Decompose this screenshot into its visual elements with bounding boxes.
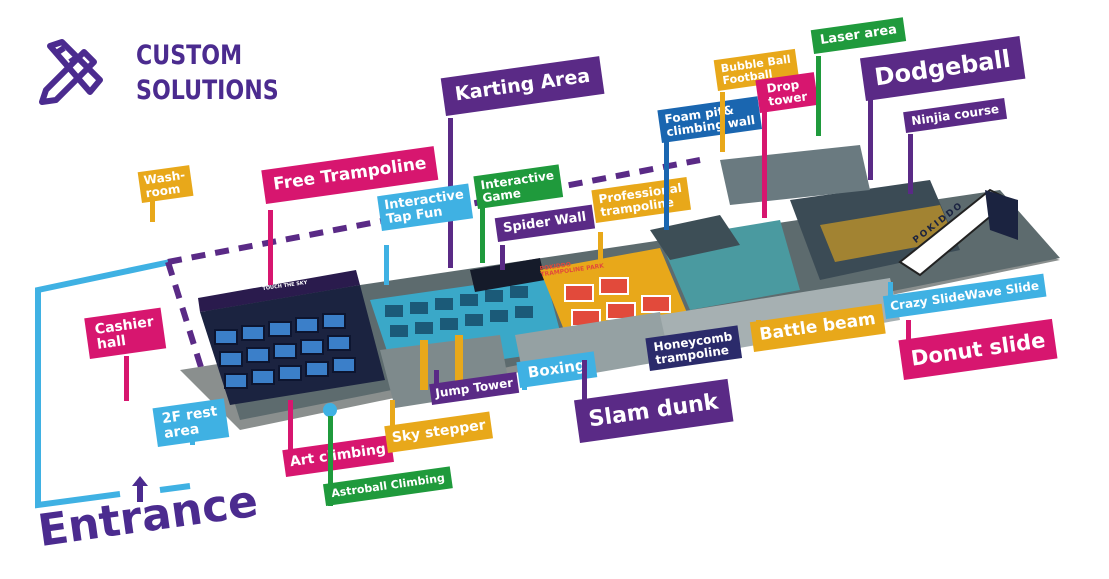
pro-trampolines <box>564 277 671 327</box>
entrance-arrow-icon <box>132 476 148 502</box>
trampoline-grid <box>214 313 356 389</box>
foam-pit-pole <box>664 140 669 230</box>
bubble-ball-pole <box>720 92 725 152</box>
ninja-course-pole <box>908 134 913 194</box>
brand-logo: CUSTOM SOLUTIONS <box>36 38 310 108</box>
interactive-pads <box>385 286 533 337</box>
dashed-boundary-left <box>165 261 208 381</box>
upper-level <box>720 145 870 205</box>
professional-trampoline-pole <box>598 232 603 262</box>
climbing-wall <box>650 215 740 260</box>
dodgeball-pole <box>868 100 873 180</box>
drop-tower-pole <box>762 108 767 218</box>
brand-line-1: CUSTOM <box>136 40 243 71</box>
astroball-sphere <box>323 403 337 417</box>
slide-tower <box>985 190 1018 240</box>
jump-tower-post <box>420 340 428 390</box>
zone-wall-jump <box>198 270 360 312</box>
washroom-pole <box>150 192 155 222</box>
interactive-game-pole <box>480 208 485 263</box>
jump-tower-post-2 <box>455 335 463 385</box>
brand-text: CUSTOM SOLUTIONS <box>136 38 279 108</box>
tap-fun-pole <box>384 245 389 285</box>
astroball-pole <box>328 416 333 506</box>
spider-wall-pole <box>500 245 505 270</box>
entrance-outline-2 <box>159 483 191 493</box>
cashier-hall-pole <box>124 356 129 401</box>
entrance-outline <box>35 259 171 509</box>
art-climbing-pole <box>288 400 293 460</box>
pencil-ruler-icon <box>39 39 103 105</box>
brand-line-2: SOLUTIONS <box>136 75 279 106</box>
laser-area-pole <box>816 56 821 136</box>
sky-stepper-pole <box>390 400 395 440</box>
spider-wall-panel <box>470 258 545 292</box>
zone-dodgeball-floor <box>820 205 955 262</box>
slam-dunk-pole <box>582 360 587 430</box>
free-trampoline-pole <box>268 210 273 285</box>
